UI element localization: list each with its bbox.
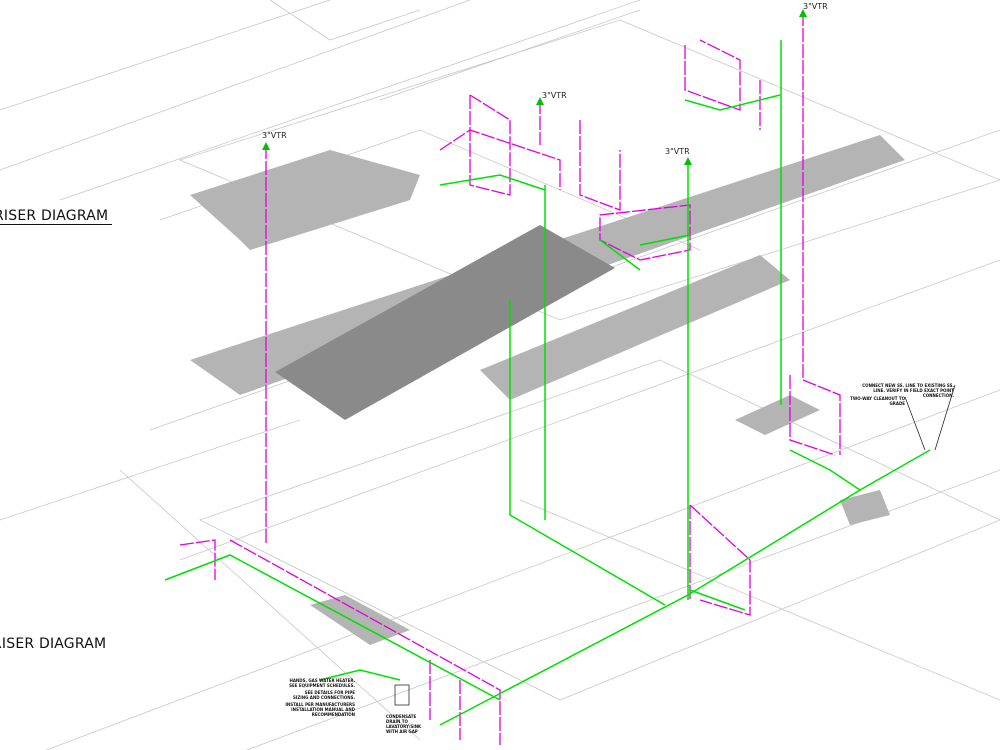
- slab-lower-mid: [310, 595, 410, 645]
- cleanout-note: TWO-WAY CLEANOUT TO GRADE: [850, 396, 905, 406]
- slab-lower-far: [840, 490, 890, 525]
- vtr-label: 3"VTR: [665, 147, 690, 156]
- upper-riser-diagram-title: RISER DIAGRAM: [0, 208, 113, 225]
- vtr-arrow-icon: [536, 97, 544, 105]
- vtr-label: 3"VTR: [262, 131, 287, 140]
- slab-dark-core: [275, 225, 615, 420]
- heater-note-1: HANDS, GAS WATER HEATER, SEE EQUIPMENT S…: [289, 678, 355, 688]
- sanitary-piping: [164, 40, 931, 726]
- vtr-arrow-icon: [684, 157, 692, 165]
- slab-lower-right: [735, 395, 820, 435]
- vtr-arrow-icon: [262, 142, 270, 150]
- vent-piping: [179, 12, 841, 745]
- note-leaders: [394, 384, 956, 706]
- vent-arrow-icons: [262, 9, 807, 165]
- vtr-label: 3"VTR: [542, 91, 567, 100]
- connect-note: CONNECT NEW SS. LINE TO EXISTING SS. LIN…: [862, 383, 954, 398]
- slab-right-band: [480, 255, 790, 400]
- drain-note: CONDENSATE DRAIN TO LAVATORY/SINK WITH A…: [386, 714, 422, 734]
- heater-note-3: INSTALL PER MANUFACTURERS INSTALLATION M…: [285, 702, 355, 717]
- vtr-label: 3"VTR: [803, 2, 828, 11]
- vtr-arrow-icon: [799, 9, 807, 17]
- lower-riser-diagram-title: RISER DIAGRAM: [0, 636, 107, 652]
- slab-upper-left: [190, 150, 420, 250]
- floor-slabs: [190, 135, 905, 645]
- heater-note-2: SEE DETAILS FOR PIPE SIZING AND CONNECTI…: [292, 690, 355, 700]
